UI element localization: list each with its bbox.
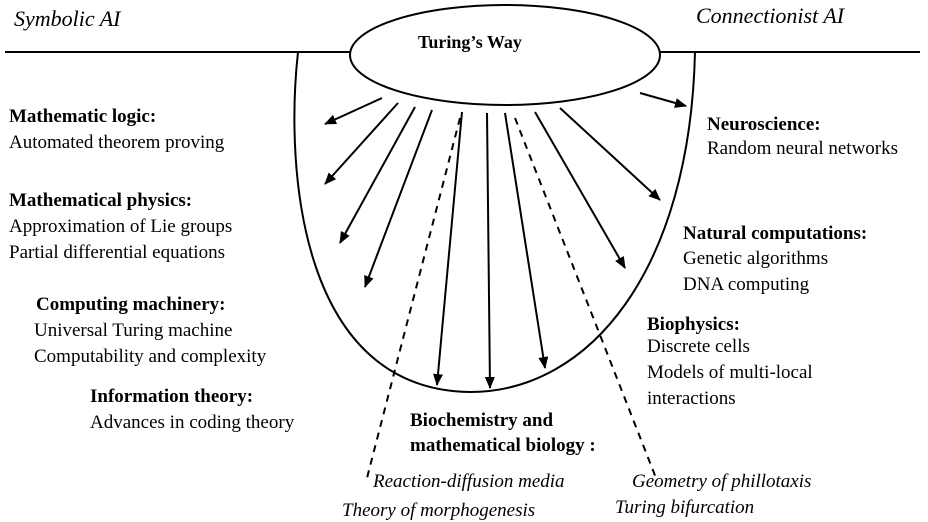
arrow-mathematical-physics-1: [324, 102, 399, 185]
arrow-natural-computations: [559, 107, 661, 201]
group-title-mathematical-physics: Mathematical physics:: [9, 190, 193, 211]
group-title-mathematic-logic: Mathematic logic:: [9, 106, 157, 127]
arrow-mathematic-logic: [324, 97, 383, 125]
turings-way-label: Turing’s Way: [418, 32, 522, 52]
group-title-natural-computations: Natural computations:: [683, 223, 868, 244]
u-boundary: [293, 51, 696, 394]
group-item: DNA computing: [683, 274, 810, 295]
group-title-biophysics: Biophysics:: [647, 314, 740, 335]
connectionist-ai-header: Connectionist AI: [696, 3, 845, 28]
group-item: Discrete cells: [647, 336, 750, 357]
group-title-biochemistry-line1: Biochemistry and: [410, 410, 554, 431]
symbolic-ai-header: Symbolic AI: [14, 6, 121, 31]
arrow-information-theory: [433, 111, 463, 386]
group-title-neuroscience: Neuroscience:: [707, 114, 821, 135]
bottom-item-turing-bifurcation: Turing bifurcation: [615, 497, 755, 518]
bottom-item-phillotaxis: Geometry of phillotaxis: [632, 471, 812, 492]
group-item: Automated theorem proving: [9, 132, 225, 153]
group-item: Universal Turing machine: [34, 320, 233, 341]
bottom-item-morphogenesis: Theory of morphogenesis: [342, 500, 536, 521]
group-item: interactions: [647, 388, 736, 409]
arrow-biochemistry-2: [504, 112, 549, 369]
group-title-computing-machinery: Computing machinery:: [36, 294, 226, 315]
group-item: Computability and complexity: [34, 346, 267, 367]
group-item: Approximation of Lie groups: [9, 216, 233, 237]
arrow-biochemistry-1: [484, 112, 495, 389]
group-title-biochemistry-line2: mathematical biology :: [410, 435, 596, 456]
arrows: [324, 92, 687, 389]
group-item: Advances in coding theory: [90, 412, 295, 433]
group-title-information-theory: Information theory:: [90, 386, 254, 407]
arrow-neuroscience: [639, 92, 687, 108]
group-item: Models of multi-local: [647, 362, 813, 383]
group-item: Random neural networks: [707, 138, 899, 159]
arrow-computing-machinery: [364, 109, 433, 288]
turings-way-oval: [349, 4, 661, 106]
dashed-line-left: [366, 117, 461, 479]
arrow-mathematical-physics-2: [339, 106, 416, 244]
group-item: Genetic algorithms: [683, 248, 829, 269]
group-item: Partial differential equations: [9, 242, 225, 263]
bottom-item-reaction-diffusion: Reaction-diffusion media: [373, 471, 565, 492]
arrow-biophysics: [534, 111, 626, 269]
